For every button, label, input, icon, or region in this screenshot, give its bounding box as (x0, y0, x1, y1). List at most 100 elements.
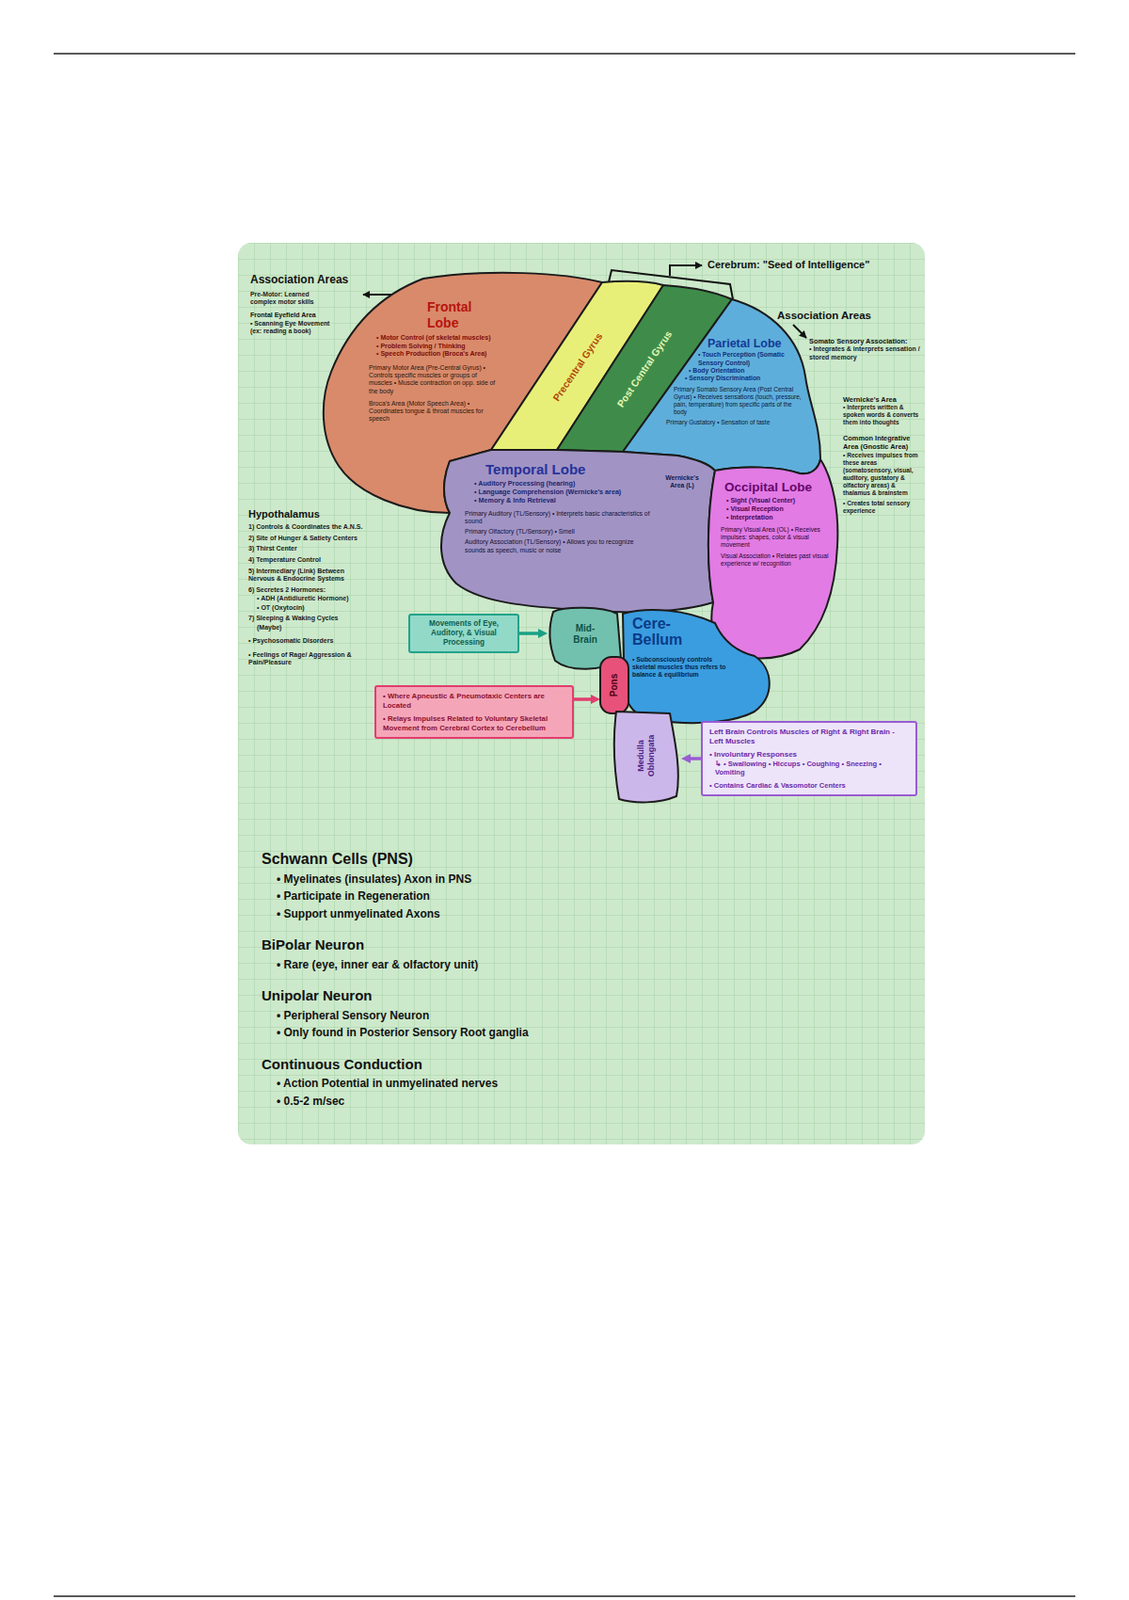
note-text: 1) Controls & Coordinates the A.N.S. (248, 523, 369, 532)
note-text: • Support unmyelinated Axons (276, 906, 902, 922)
region-text: • Problem Solving / Thinking (376, 342, 501, 351)
region-title: Occipital Lobe (724, 479, 830, 495)
pons: Pons (600, 656, 629, 714)
region-shape (441, 449, 716, 612)
region-text: • Visual Reception (726, 505, 830, 514)
region-shape (622, 609, 770, 723)
association-notes: Association AreasPre-Motor: Learned comp… (250, 272, 337, 335)
note-text: • Integrates & interprets sensation / st… (809, 345, 921, 362)
region-text: Auditory Association (TL/Sensory) • Allo… (464, 538, 653, 555)
region-title: Parietal Lobe (707, 336, 810, 351)
region-text: Primary Somato Sensory Area (Post Centra… (673, 385, 804, 416)
integrative-notes: Wernicke's Area• Interprets written & sp… (842, 395, 921, 515)
association-heading: Association Areas (777, 308, 919, 322)
cerebrum-note: Cerebrum: "Seed of Intelligence" (707, 258, 915, 271)
note-text: 2) Site of Hunger & Satiety Centers (248, 534, 369, 543)
callout-box: Movements of Eye, Auditory, & Visual Pro… (408, 613, 520, 653)
region-shape (708, 459, 838, 658)
note-text: • Action Potential in unmyelinated nerve… (276, 1076, 902, 1091)
region-title: Pons (608, 673, 621, 697)
region-shape (622, 299, 821, 474)
region-text: Wernicke's Area (L) (657, 474, 707, 491)
temporal-lobe: Temporal Lobe• Auditory Processing (hear… (434, 446, 717, 617)
callout-text: Movements of Eye, Auditory, & Visual Pro… (414, 619, 513, 648)
region-text: • Speech Production (Broca's Area) (376, 349, 501, 359)
note-text: Association Areas (250, 272, 337, 287)
note-text: (Maybe) (256, 623, 369, 633)
region-text: Primary Auditory (TL/Sensory) • Interpre… (464, 509, 653, 526)
note-text: 6) Secretes 2 Hormones: (248, 586, 369, 595)
callout-text: Left Brain Controls Muscles of Right & R… (709, 727, 909, 747)
note-text: Schwann Cells (PNS) (261, 849, 902, 869)
note-text: Association Areas (777, 308, 919, 322)
note-text: • Interprets written & spoken words & co… (842, 403, 921, 427)
region-text: • Touch Perception (Somatic Sensory Cont… (698, 350, 793, 367)
callout-text: • Where Apneustic & Pneumotaxic Centers … (382, 691, 566, 710)
region-text: Primary Olfactory (TL/Sensory) • Smell (464, 527, 653, 536)
note-text: 5) Intermediary (Link) Between Nervous &… (248, 567, 369, 584)
note-text: • Participate in Regeneration (276, 889, 902, 904)
note-text: Frontal Eyefield Area (250, 311, 337, 320)
page-rule (53, 1594, 1076, 1597)
note-text: 3) Thirst Center (248, 544, 369, 554)
neuron-notes: Schwann Cells (PNS) • Myelinates (insulat… (261, 849, 902, 1108)
note-text: Continuous Conduction (261, 1055, 902, 1073)
text-area: Temporal Lobe• Auditory Processing (hear… (464, 461, 653, 555)
region-text: • Sensory Discrimination (684, 374, 810, 382)
note-text: Somato Sensory Association: (809, 336, 921, 346)
callout-text: ↳ • Swallowing • Hiccups • Coughing • Sn… (715, 759, 909, 777)
region-title: Mid- Brain (566, 622, 605, 646)
region-title: Temporal Lobe (485, 461, 653, 478)
note-text: Wernicke's Area (842, 395, 921, 404)
region-title: Frontal Lobe (427, 299, 501, 332)
region-text: Primary Motor Area (Pre-Central Gyrus) •… (368, 364, 501, 396)
occipital-lobe: Occipital Lobe• Sight (Visual Center)• V… (703, 455, 842, 665)
note-text: • Peripheral Sensory Neuron (276, 1008, 902, 1023)
note-text: • Only found in Posterior Sensory Root g… (276, 1025, 902, 1040)
region-text: • Sight (Visual Center) (726, 496, 830, 506)
region-title: Cere- Bellum (632, 616, 691, 649)
region-text: Visual Association • Relates past visual… (720, 552, 830, 568)
grid-panel (238, 242, 925, 1145)
region-text: • Body Orientation (688, 366, 810, 375)
leader-arrow (669, 265, 702, 276)
text-area: Occipital Lobe• Sight (Visual Center)• V… (720, 479, 830, 568)
note-text: • Scanning Eye Movement (ex: reading a b… (250, 319, 337, 336)
region-text: • Language Comprehension (Wernicke's are… (474, 488, 653, 497)
region-text: Primary Visual Area (OL) • Receives impu… (720, 525, 830, 549)
region-text: Broca's Area (Motor Speech Area) • Coord… (368, 399, 501, 424)
text-area: Frontal Lobe• Motor Control (of skeletal… (368, 299, 501, 424)
callout-arrow (519, 631, 539, 636)
note-text: • Myelinates (insulates) Axon in PNS (276, 872, 902, 887)
note-text: Unipolar Neuron (261, 986, 902, 1004)
note-text: • Creates total sensory experience (842, 499, 921, 515)
hypothalamus-list: Hypothalamus 1) Controls & Coordinates th… (248, 508, 369, 668)
region-title: Medulla Oblongata (636, 718, 657, 793)
parietal-lobe: Parietal Lobe• Touch Perception (Somatic… (620, 297, 824, 478)
region-text: Primary Gustatory • Sensation of taste (666, 418, 780, 427)
text-area: Mid- Brain (556, 622, 614, 646)
callout-text: • Relays Impulses Related to Voluntary S… (382, 714, 566, 732)
note-text: • 0.5-2 m/sec (276, 1094, 902, 1109)
region-text: • Memory & Info Retrieval (474, 496, 653, 506)
text-area: Cere- Bellum• Subconsciously controls sk… (632, 616, 750, 679)
callout-text: • Involuntary Responses (709, 749, 909, 760)
leader-arrow (793, 324, 807, 338)
callout-text: • Contains Cardiac & Vasomotor Centers (709, 780, 909, 790)
note-text: Common Integrative Area (Gnostic Area) (842, 433, 921, 451)
note-text: Pre-Motor: Learned complex motor skills (250, 290, 337, 307)
callout-arrow (573, 697, 591, 701)
note-text: 7) Sleeping & Waking Cycles (248, 614, 369, 623)
note-text: • Feelings of Rage/ Aggression & Pain/Pl… (248, 651, 369, 668)
callout-box: • Where Apneustic & Pneumotaxic Centers … (374, 684, 574, 739)
region-text: • Motor Control (of skeletal muscles) (376, 333, 501, 343)
note-text: 4) Temperature Control (248, 556, 369, 565)
grid-lines (238, 242, 925, 1145)
region-shape (600, 656, 629, 714)
note-text: • Rare (eye, inner ear & olfactory unit) (276, 957, 902, 972)
region-shape (614, 711, 679, 802)
note-text: Hypothalamus (248, 508, 369, 521)
